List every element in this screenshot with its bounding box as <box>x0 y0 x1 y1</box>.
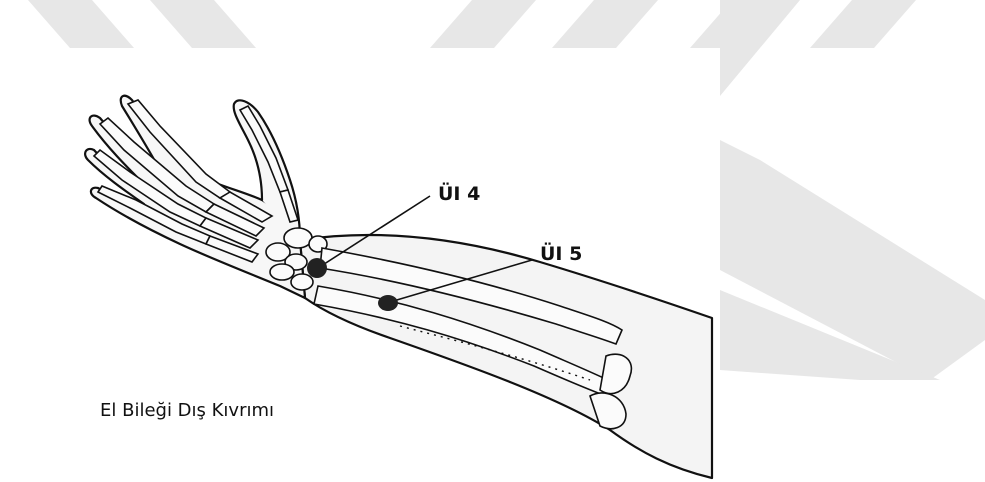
acupoint-ui5-dot <box>378 295 398 311</box>
acupoint-ui4-dot <box>307 258 327 278</box>
caption: El Bileği Dış Kıvrımı <box>100 400 274 421</box>
label-ui5: ÜI 5 <box>540 241 582 265</box>
label-ui4: ÜI 4 <box>438 181 480 205</box>
